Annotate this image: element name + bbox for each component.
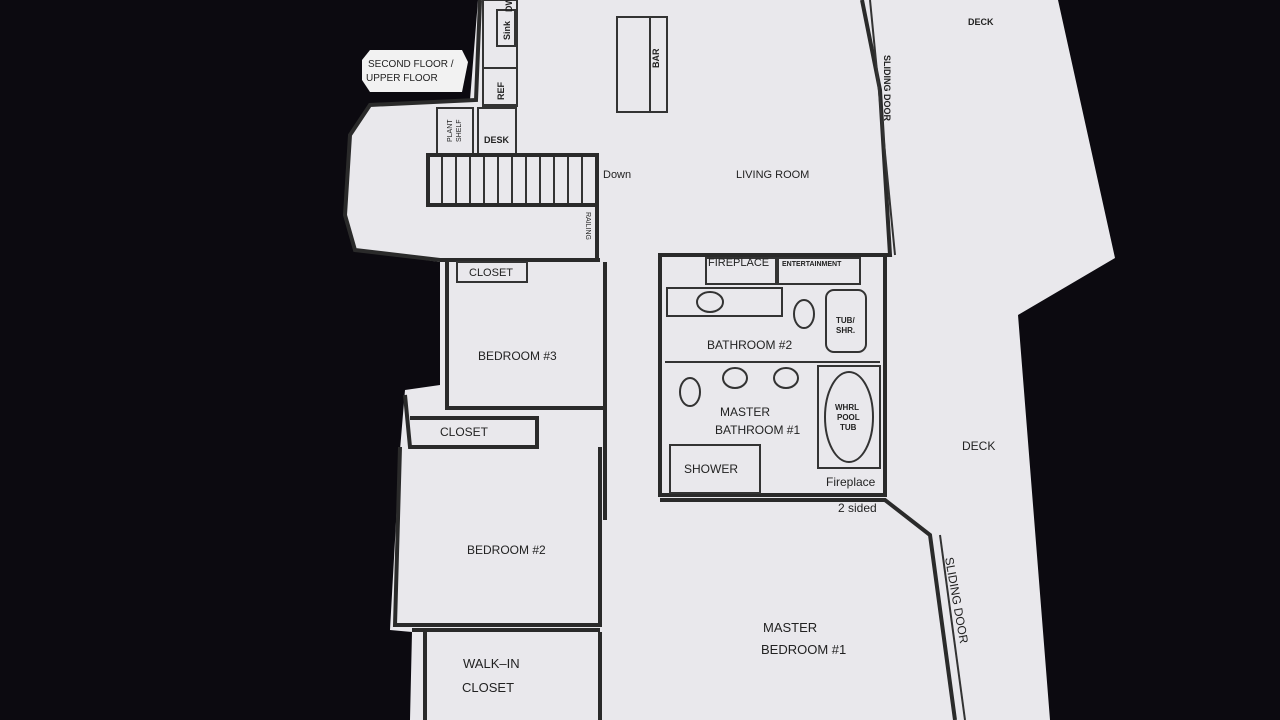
closet-2-label: CLOSET xyxy=(440,425,489,439)
living-room-label: LIVING ROOM xyxy=(736,169,809,181)
desk-label: DESK xyxy=(484,135,510,145)
tub-shr-label-1: TUB/ xyxy=(836,316,855,325)
sink-label: Sink xyxy=(502,20,512,40)
walls xyxy=(342,0,966,720)
title-line-1: SECOND FLOOR / xyxy=(368,59,454,70)
title-line-2: UPPER FLOOR xyxy=(366,73,438,84)
sliding-door-top-label: SLIDING DOOR xyxy=(882,55,892,122)
railing-label: RAILING xyxy=(584,212,591,240)
walk-in-closet-label-1: WALK–IN xyxy=(463,656,520,671)
bar-label: BAR xyxy=(651,48,661,68)
bedroom-3-label: BEDROOM #3 xyxy=(478,349,557,363)
master-bath-label-1: MASTER xyxy=(720,405,770,419)
whirlpool-label-2: POOL xyxy=(837,413,860,422)
whirlpool-label-3: TUB xyxy=(840,423,857,432)
entertainment-label: ENTERTAINMENT xyxy=(782,261,842,268)
plant-shelf-label-1: PLANT xyxy=(447,119,454,142)
deck-right-label: DECK xyxy=(962,439,995,453)
paper-sheet xyxy=(345,0,1115,720)
master-bath-label-2: BATHROOM #1 xyxy=(715,423,800,437)
bedroom-2-label: BEDROOM #2 xyxy=(467,543,546,557)
title-card xyxy=(362,50,468,92)
fireplace-label: FIREPLACE xyxy=(708,257,769,269)
fireplace-2-label: Fireplace xyxy=(826,475,876,489)
down-label: Down xyxy=(603,169,631,181)
master-bedroom-label-2: BEDROOM #1 xyxy=(761,642,846,657)
master-bedroom-label-1: MASTER xyxy=(763,620,817,635)
dw-label: DW xyxy=(504,0,514,12)
deck-top-label: DECK xyxy=(968,17,994,27)
whirlpool-label-1: WHRL xyxy=(835,403,859,412)
shower-label: SHOWER xyxy=(684,462,738,476)
closet-3-label: CLOSET xyxy=(469,267,513,279)
plant-shelf-label-2: SHELF xyxy=(456,119,463,142)
two-sided-label: 2 sided xyxy=(838,501,877,515)
walk-in-closet-label-2: CLOSET xyxy=(462,680,514,695)
tub-shr-label-2: SHR. xyxy=(836,326,855,335)
ref-label: REF xyxy=(496,81,506,100)
bathroom-2-label: BATHROOM #2 xyxy=(707,338,792,352)
